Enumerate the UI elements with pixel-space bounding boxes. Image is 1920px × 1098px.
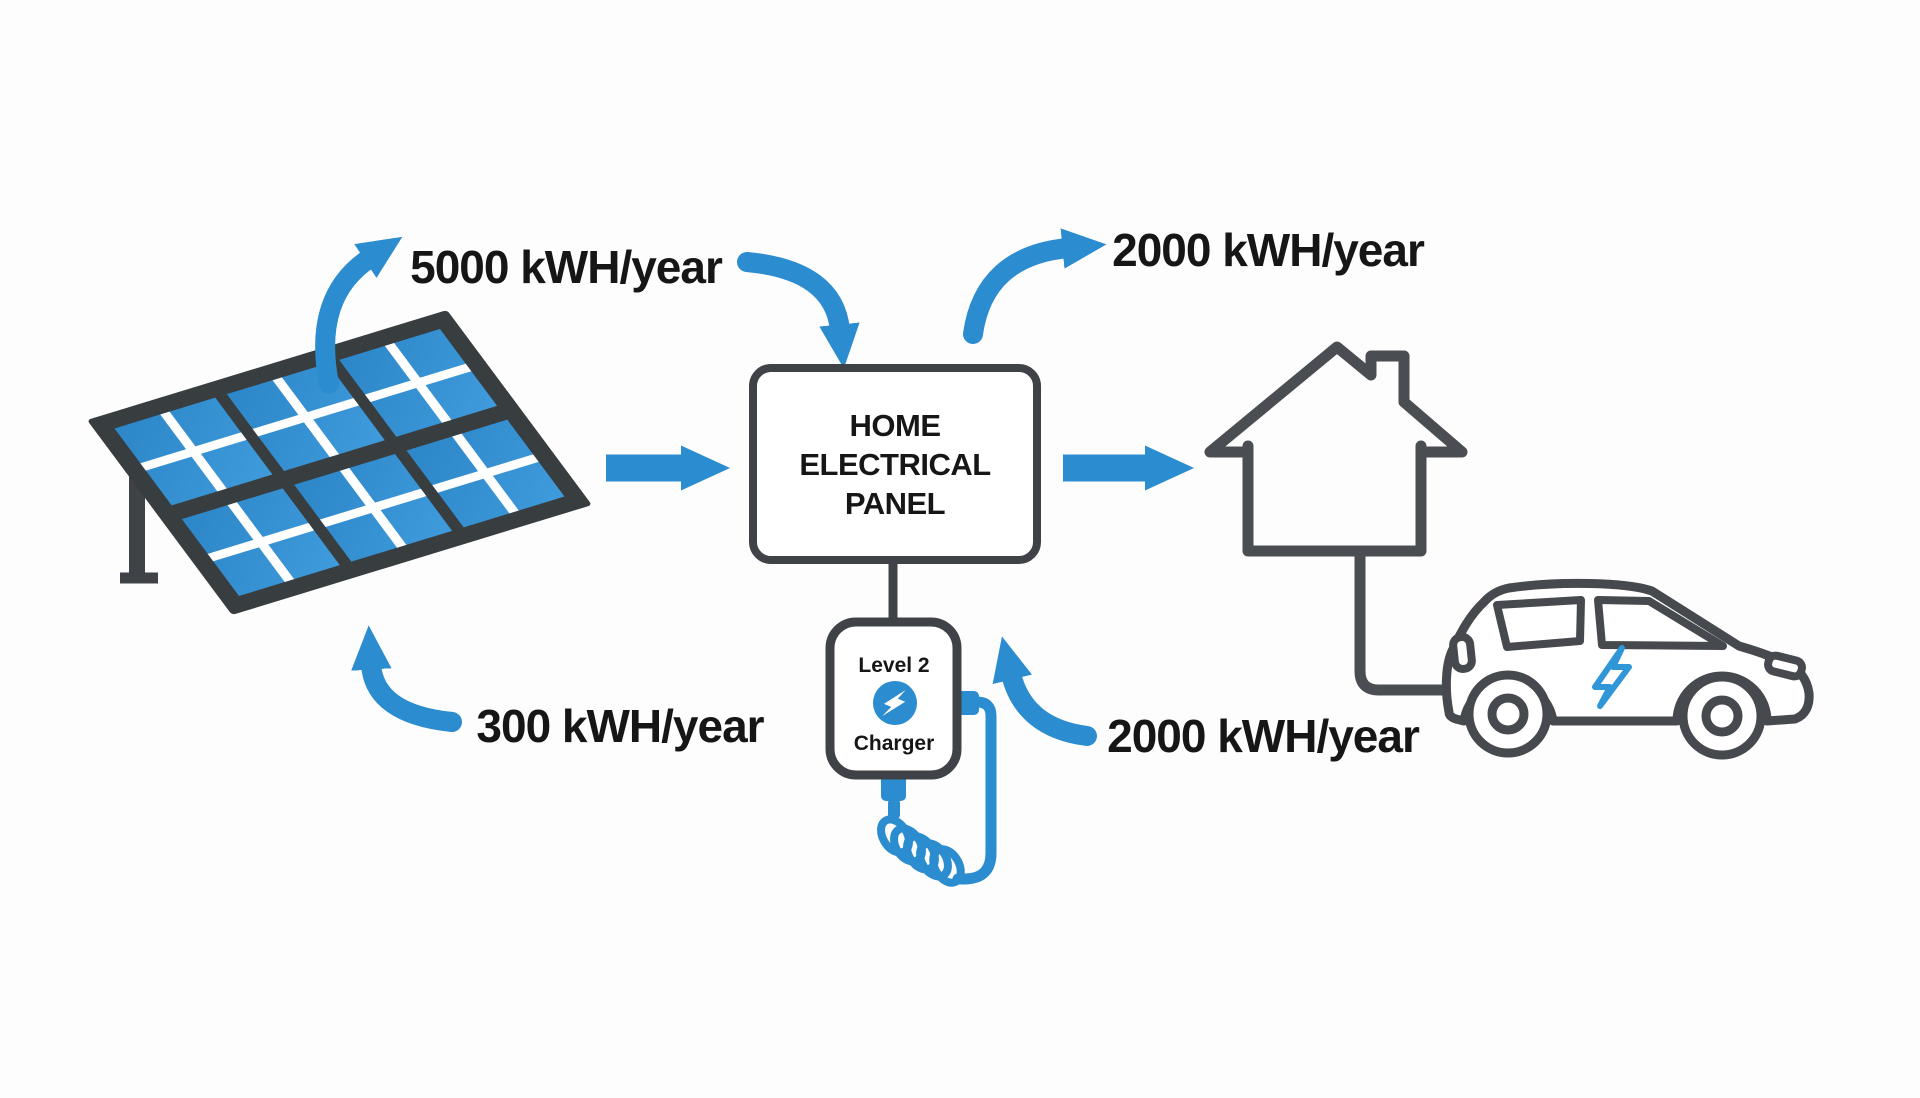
ev-car-icon [1441,578,1814,760]
car-rear-window [1493,596,1585,651]
house-icon [1204,341,1468,557]
flow-arrow-icon [351,625,462,732]
car-headlight [1764,651,1806,681]
flow-arrow-icon [992,636,1097,746]
flow-arrow-icon [963,228,1107,344]
car-front-window [1594,596,1727,650]
lightning-bolt-icon [1592,645,1632,709]
label-ev-charging: 2000 kWH/year [1107,710,1420,762]
car-front-wheel [1678,672,1766,760]
panel-box-label-line3: PANEL [845,486,945,521]
level2-charger-box: Level 2 Charger [825,617,962,780]
flow-arrow-icon [315,236,403,394]
panel-box-label-line2: ELECTRICAL [799,447,990,482]
label-home-consumption: 2000 kWH/year [1112,224,1425,276]
panel-box-label-line1: HOME [850,408,941,443]
home-electrical-panel-box: HOME ELECTRICAL PANEL [749,364,1041,564]
house-to-car-wire [1354,545,1458,696]
coiled-cable-icon [877,773,965,887]
car-taillight [1449,632,1476,673]
label-solar-production: 5000 kWH/year [410,241,723,293]
cable-connector [957,691,979,715]
lightning-bolt-icon [882,690,906,717]
flow-arrow-icon [737,252,860,369]
label-solar-return: 300 kWH/year [476,700,764,752]
car-rear-wheel [1464,670,1552,758]
charger-label-bottom: Charger [854,732,935,755]
charging-cable-loop [952,691,997,885]
charger-label-top: Level 2 [858,654,929,677]
solar-panel-icon [88,310,591,615]
